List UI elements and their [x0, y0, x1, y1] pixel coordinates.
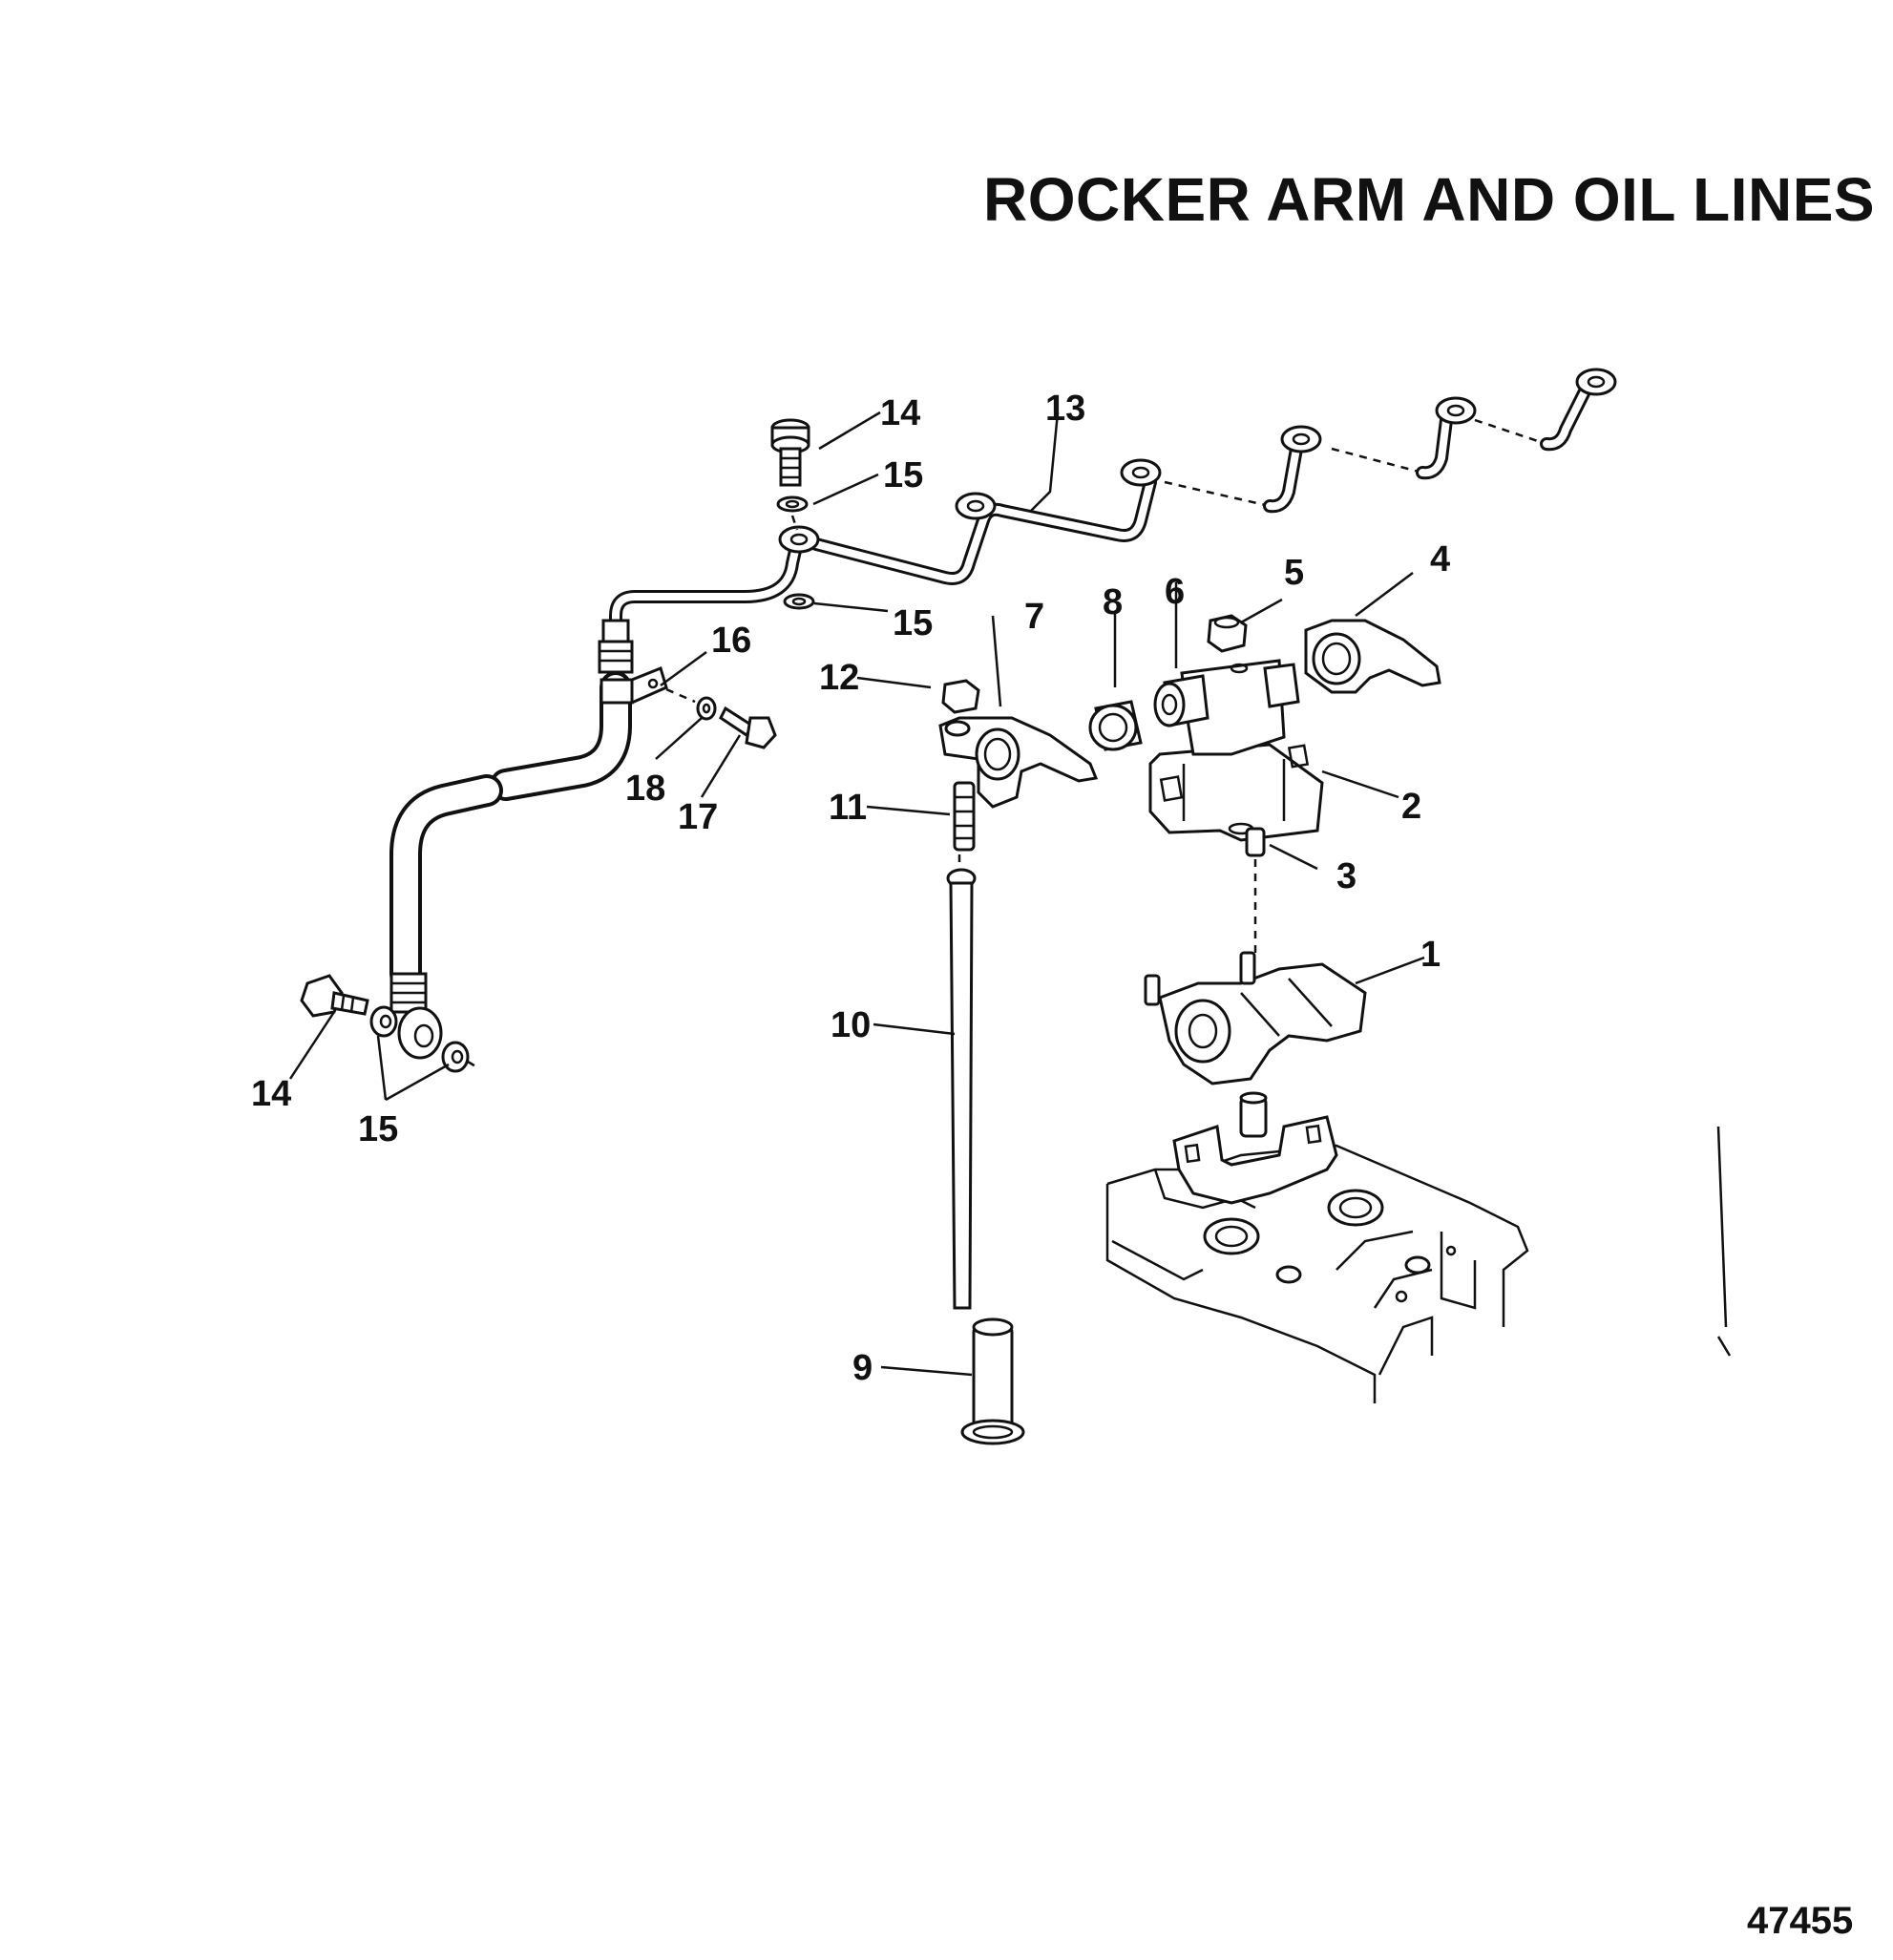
callout-10: 10 [831, 1005, 871, 1045]
callout-17: 17 [678, 797, 718, 837]
rocker-support-bracket-icon [1148, 743, 1324, 842]
callout-1: 1 [1420, 935, 1441, 975]
valve-lifter-icon [960, 1317, 1025, 1445]
washer-icon [783, 593, 815, 610]
callout-9: 9 [852, 1348, 873, 1388]
banjo-bolt-icon [770, 418, 810, 487]
callout-4: 4 [1430, 539, 1450, 580]
dowel-pin-icon [1245, 827, 1266, 857]
callout-13: 13 [1045, 389, 1085, 429]
scan-mark [1716, 1126, 1728, 1328]
callout-15-lower: 15 [893, 603, 933, 643]
callout-6: 6 [1165, 572, 1185, 612]
rocker-arm-icon [1304, 619, 1441, 694]
bushing-icon [1088, 700, 1143, 751]
banjo-bolt-icon [300, 974, 369, 1018]
callout-15-upper: 15 [883, 455, 923, 495]
rocker-shaft-icon [1153, 659, 1300, 756]
bolt-icon [719, 706, 777, 749]
leader-lines [288, 411, 1425, 1377]
bolt-axis-line [665, 687, 696, 704]
callout-16: 16 [711, 621, 751, 661]
callout-15-bottom: 15 [358, 1109, 398, 1149]
nut-icon [941, 679, 980, 714]
callout-8: 8 [1103, 582, 1123, 622]
callout-5: 5 [1284, 553, 1304, 593]
callout-2: 2 [1401, 787, 1421, 827]
callout-7: 7 [1024, 597, 1044, 637]
rocker-arm-assembly-icon [1144, 951, 1367, 1085]
oil-line-icon [609, 368, 1617, 637]
feed-hose-icon [389, 619, 634, 1060]
figure-number: 47455 [1747, 1900, 1854, 1942]
washer-icon [441, 1041, 470, 1073]
bolt-axis-line [467, 1060, 478, 1069]
push-rod-icon [946, 868, 977, 1310]
washer-icon [696, 696, 717, 721]
clamp-icon [599, 665, 668, 706]
washer-icon [369, 1005, 398, 1038]
rocker-arm-icon [938, 716, 1099, 809]
scan-mark [1716, 1336, 1732, 1357]
adjusting-screw-icon [953, 781, 976, 852]
cylinder-head-icon [1105, 1115, 1529, 1403]
callout-14-bottom: 14 [251, 1074, 291, 1114]
diagram-title: ROCKER ARM AND OIL LINES [983, 165, 1876, 234]
bolt-axis-line [790, 515, 799, 531]
callout-3: 3 [1336, 856, 1357, 896]
washer-icon [776, 495, 809, 513]
rocker-shaft-icon [1239, 1091, 1268, 1138]
callout-18: 18 [625, 769, 665, 809]
callout-12: 12 [819, 658, 859, 698]
nut-icon [1207, 614, 1248, 653]
callouts: 1 2 3 4 5 6 7 8 9 10 11 12 13 14 14 15 1… [251, 389, 1450, 1388]
callout-11: 11 [829, 788, 867, 828]
callout-14-top: 14 [880, 393, 920, 433]
